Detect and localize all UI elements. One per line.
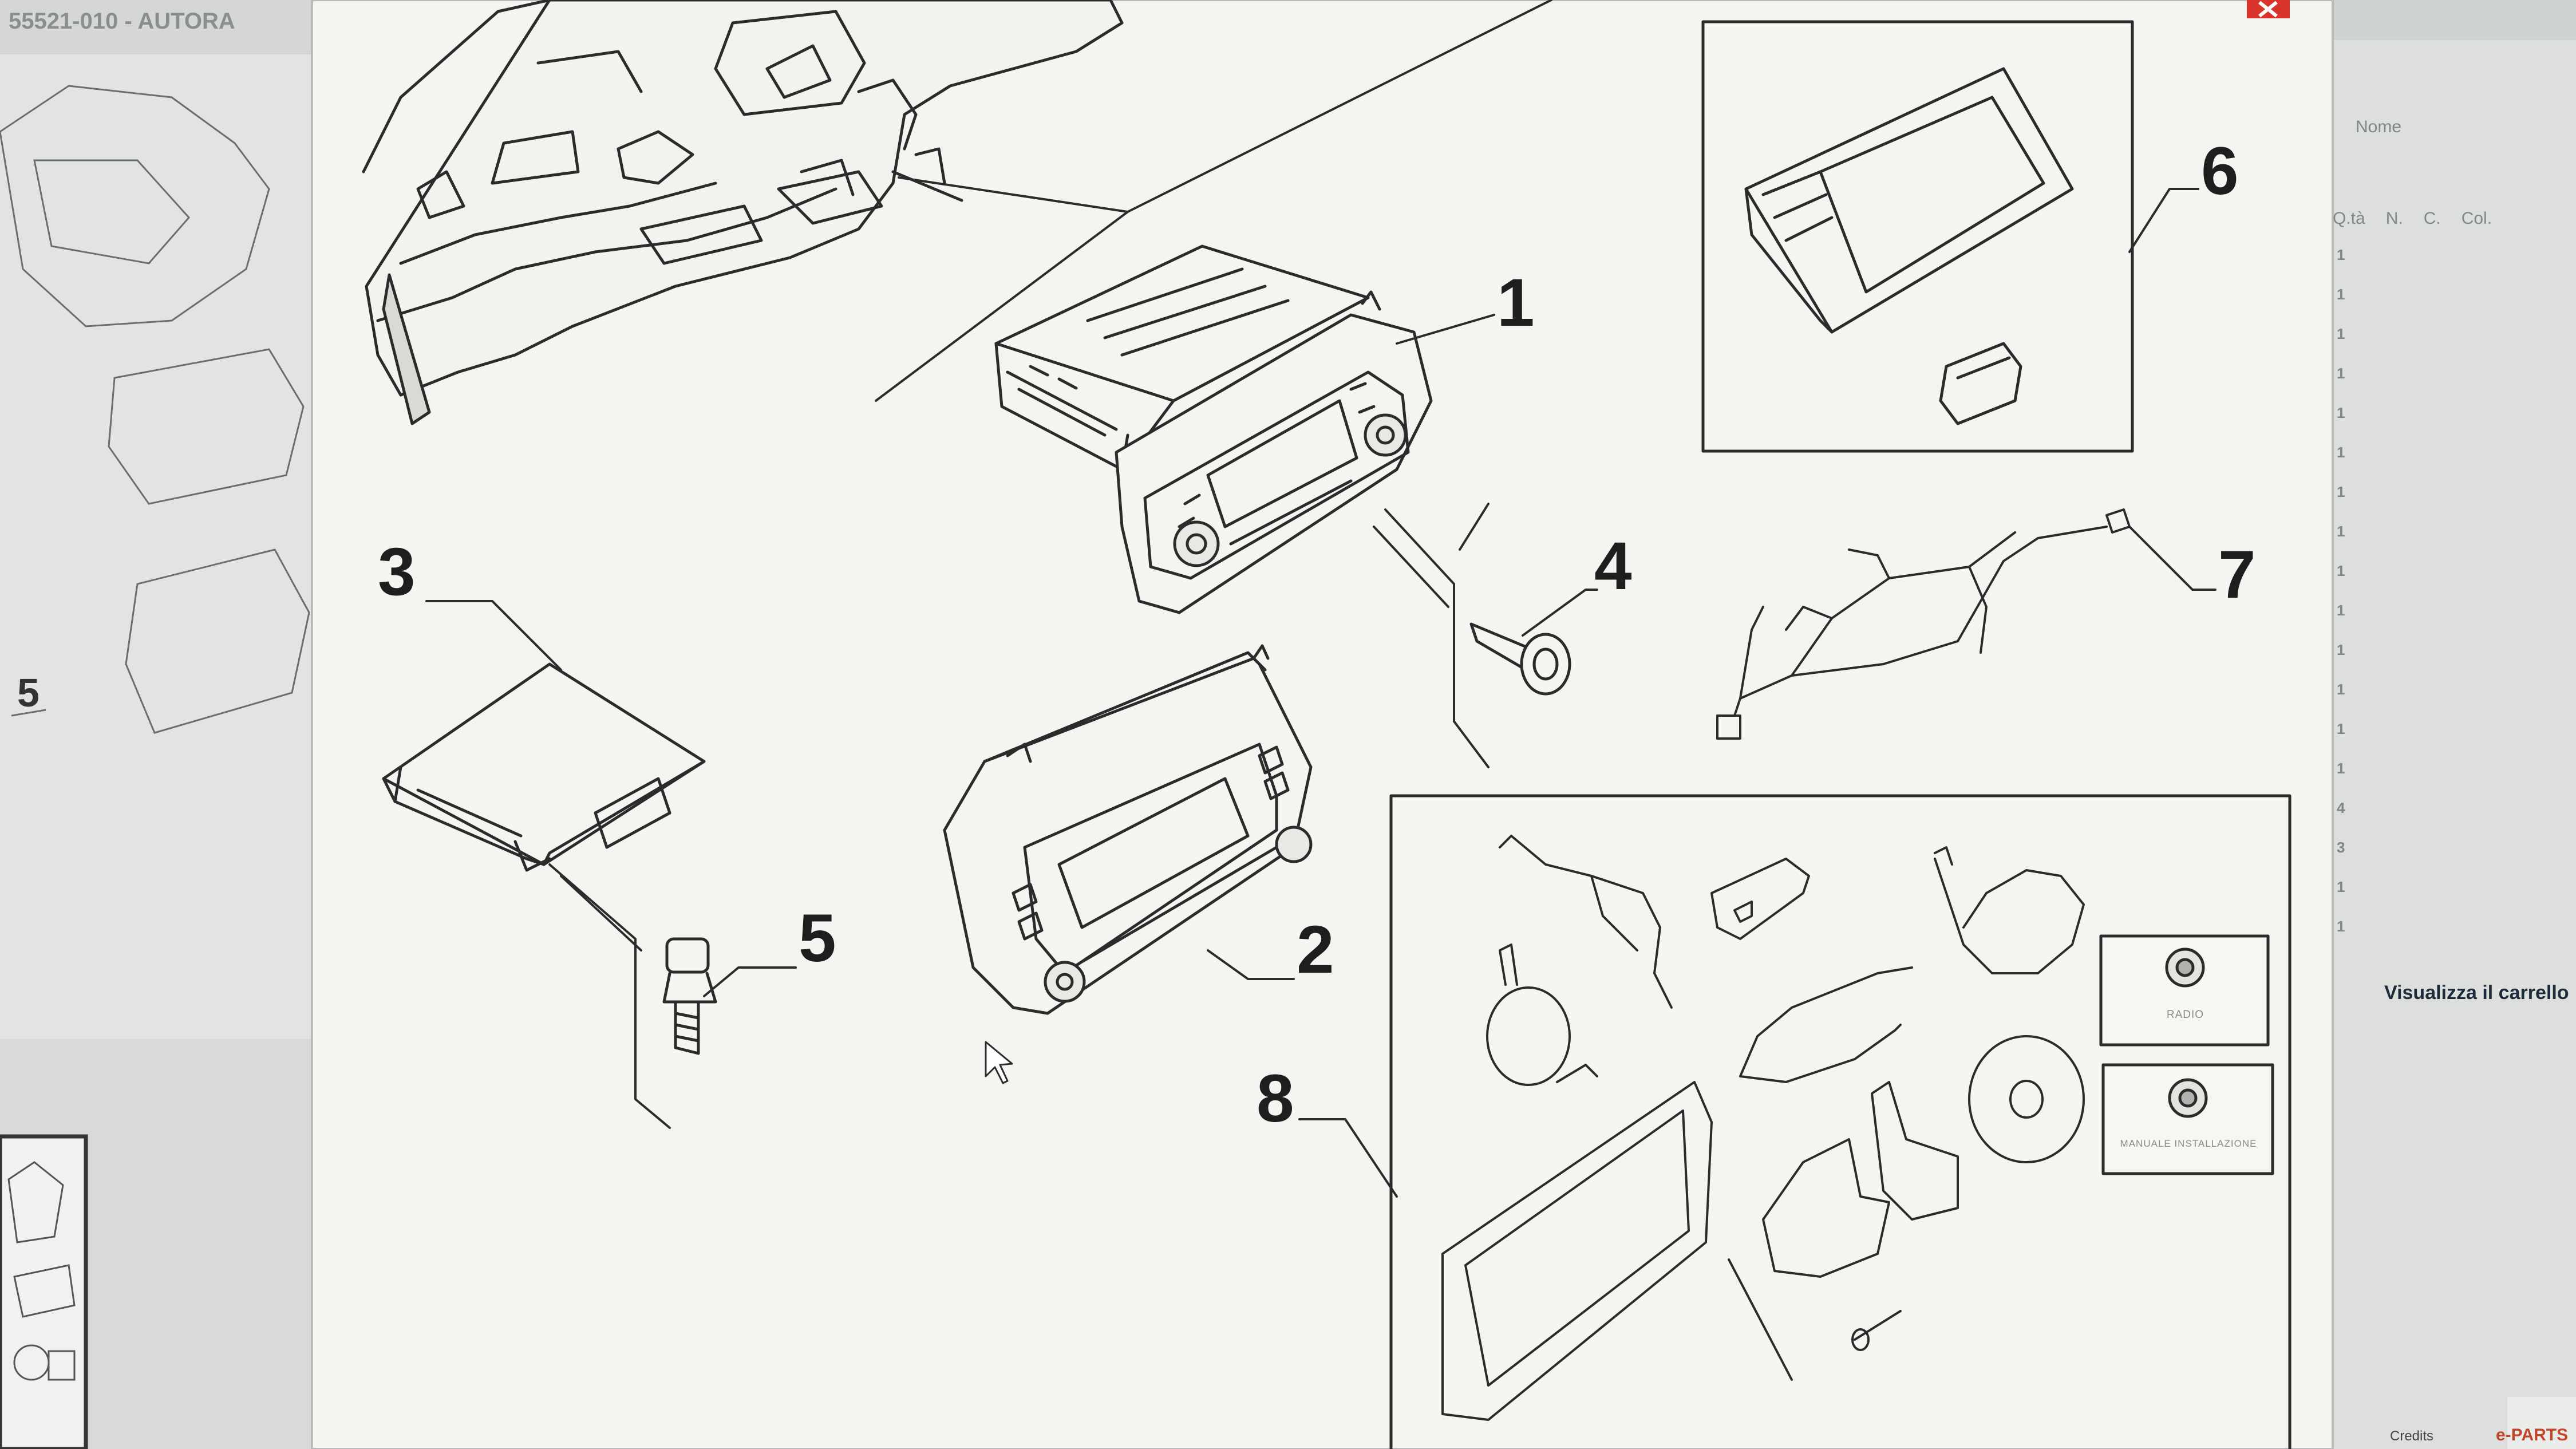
installation-kit-frame [1389, 794, 2291, 1449]
callout-7-leader [2128, 526, 2217, 591]
navigation-display-illustration [1744, 67, 2074, 425]
wiring-harness-illustration [1716, 508, 2131, 740]
quantity-cell: 1 [2337, 760, 2345, 777]
installation-manual-label: MANUALE INSTALLAZIONE [2120, 1138, 2257, 1149]
quantity-cell: 1 [2337, 641, 2345, 658]
exploded-view [362, 0, 2291, 1449]
callout-1: 1 [1497, 265, 1535, 341]
callout-6: 6 [2201, 133, 2239, 209]
parts-list-header: Nome [2356, 117, 2402, 136]
column-number: N. [2385, 209, 2403, 228]
callout-8-leader [1298, 1118, 1398, 1198]
navigation-kit-frame [1701, 20, 2134, 453]
radio-manual-label: RADIO [2166, 1009, 2204, 1021]
installation-kit-illustration [1441, 835, 2085, 1421]
callout-5-leader [703, 966, 797, 997]
callout-5: 5 [799, 901, 836, 976]
radio-head-unit-illustration [994, 244, 1433, 614]
column-code: C. [2423, 209, 2441, 228]
callout-6-leader [2128, 188, 2199, 253]
quantity-cell: 1 [2337, 918, 2345, 935]
quantity-cell: 1 [2337, 878, 2345, 895]
installation-manual [2101, 1063, 2274, 1175]
footer-strip [2507, 1397, 2576, 1449]
quantity-cell: 1 [2337, 444, 2345, 461]
column-qty: Q.tà [2333, 209, 2365, 228]
thumbnail-sketch [7, 1161, 76, 1381]
radio-faceplate-illustration [943, 644, 1313, 1015]
quantity-cell: 1 [2337, 404, 2345, 421]
quantity-cell: 3 [2337, 839, 2345, 856]
callout-4: 4 [1594, 528, 1632, 604]
callout-1-leader [1396, 314, 1495, 345]
leader-lines [875, 0, 1552, 402]
bolt-illustration [662, 937, 717, 1055]
quantity-cell: 4 [2337, 799, 2345, 816]
quantity-cell: 1 [2337, 286, 2345, 303]
quantity-cell: 1 [2337, 523, 2345, 540]
diagram-popup-border [311, 0, 2334, 1449]
screw-illustration [1469, 622, 1571, 696]
background-window-title: 55521-010 - AUTORA [9, 9, 235, 34]
callout-3-leader [425, 600, 562, 671]
quantity-cell: 1 [2337, 246, 2345, 263]
callout-7: 7 [2218, 537, 2256, 613]
quantity-cell: 1 [2337, 681, 2345, 698]
close-button[interactable] [2247, 0, 2290, 18]
background-part-number: 5 [17, 670, 39, 715]
quantity-cell: 1 [2337, 365, 2345, 382]
quantity-cell: 1 [2337, 562, 2345, 579]
callout-8: 8 [1257, 1061, 1294, 1136]
quantity-cell: 1 [2337, 483, 2345, 500]
quantity-column: 1 1 1 1 1 1 1 1 1 1 1 1 1 1 4 3 1 1 [2337, 246, 2360, 957]
quantity-cell: 1 [2337, 720, 2345, 737]
background-window-titlebar [0, 0, 321, 54]
mounting-lines [548, 503, 1490, 1129]
radio-manual [2099, 934, 2270, 1047]
dashboard-illustration [362, 0, 1124, 425]
callout-3: 3 [378, 534, 416, 610]
footer-credits-link[interactable]: Credits [2390, 1428, 2434, 1444]
footer-brand: e-PARTS [2496, 1426, 2569, 1444]
callout-4-leader [1522, 589, 1598, 637]
close-icon[interactable] [2258, 1, 2278, 18]
background-sketch [0, 85, 310, 734]
thumbnail-preview[interactable] [0, 1134, 88, 1449]
callout-2: 2 [1297, 912, 1334, 988]
control-module-illustration [382, 662, 706, 872]
mouse-cursor-icon [985, 1041, 1013, 1084]
view-cart-link[interactable]: Visualizza il carrello [2384, 982, 2569, 1004]
callout-2-leader [1207, 949, 1295, 980]
quantity-cell: 1 [2337, 602, 2345, 619]
column-color: Col. [2461, 209, 2492, 228]
quantity-cell: 1 [2337, 325, 2345, 342]
parts-list-columns: Q.tà N. C. Col. [2333, 209, 2504, 228]
